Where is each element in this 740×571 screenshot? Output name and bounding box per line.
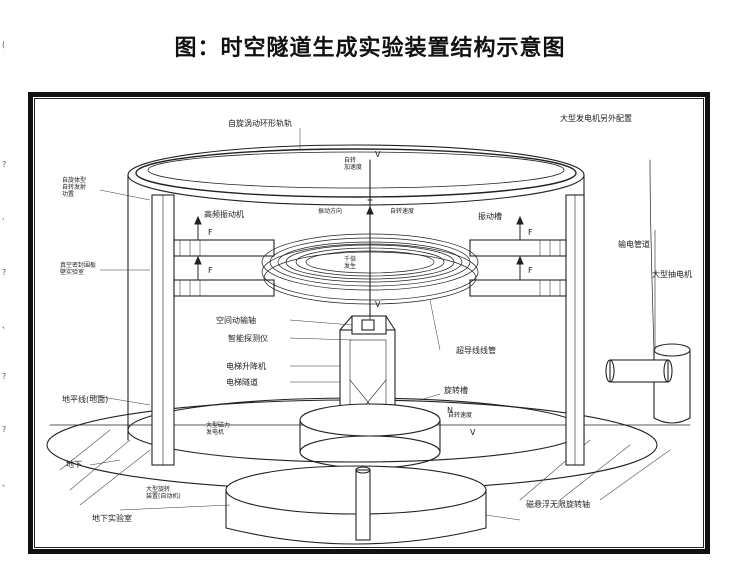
label-top-right-note: 大型发电机另外配置: [560, 114, 632, 123]
lower-shaft: [355, 469, 371, 541]
margin-mark: 、: [2, 479, 10, 488]
velocity-letter: V: [375, 150, 381, 159]
label-underground: 地下: [66, 460, 82, 469]
label-detector: 智能探测仪: [228, 334, 268, 343]
diagram-inner-frame: [34, 98, 704, 548]
label-left-ring-support: 自旋体型 自转发射 功置: [62, 177, 87, 198]
margin-mark: 、: [2, 321, 10, 330]
force-letter: F: [208, 266, 213, 275]
base-disc-top: [299, 403, 441, 437]
label-elevator-shaft: 电梯隧道: [226, 378, 258, 387]
label-elevator: 电梯升降机: [226, 362, 266, 371]
margin-mark: ?: [2, 160, 7, 169]
label-vacuum-wall: 真空密封围板 壁实验室: [60, 262, 97, 276]
label-big-generator: 大型抽电机: [652, 270, 692, 279]
force-letter: F: [528, 228, 533, 237]
margin-mark: (: [2, 40, 6, 49]
label-bottom-magnet-axis: 磁悬浮无限旋转轴: [526, 500, 590, 509]
outer-top-ellipse: [127, 144, 585, 206]
label-axle: 空间动输轴: [216, 316, 256, 325]
label-rotating-slot: 旋转槽: [444, 386, 468, 395]
velocity-letter: V: [375, 300, 381, 309]
margin-mark: ?: [2, 372, 7, 381]
label-vibrator-right: 振动槽: [478, 212, 502, 221]
label-big-magnet: 大型磁力 发电机: [206, 422, 231, 436]
n-letter: N: [447, 406, 453, 415]
label-center-plate: 千倍 发生: [344, 256, 357, 270]
label-coil: 超导线线管: [456, 346, 496, 355]
label-vibration-center: 振动方向: [318, 208, 343, 215]
margin-mark: ,: [2, 212, 5, 221]
margin-mark: ?: [2, 425, 7, 434]
label-power-line: 输电管道: [618, 240, 650, 249]
label-underground-lab: 地下实验室: [92, 514, 132, 523]
label-rotation-speed: 自转速度: [390, 208, 415, 215]
label-rotation-speed-bottom: 自转速度: [448, 412, 473, 419]
label-ground-line: 地平线(地面): [62, 395, 109, 404]
diagram-title: 图：时空隧道生成实验装置结构示意图: [174, 36, 566, 61]
label-vibrator-left: 高频振动机: [204, 210, 244, 219]
margin-mark: ?: [2, 268, 7, 277]
label-top-speed: 自转 加速度: [344, 157, 363, 171]
label-top-ring: 自旋涡动环形轨轨: [228, 119, 292, 128]
label-big-spin-device: 大型旋转 装置(自动机): [146, 486, 181, 500]
force-letter: F: [208, 228, 213, 237]
velocity-letter: V: [470, 428, 476, 437]
force-letter: F: [528, 266, 533, 275]
